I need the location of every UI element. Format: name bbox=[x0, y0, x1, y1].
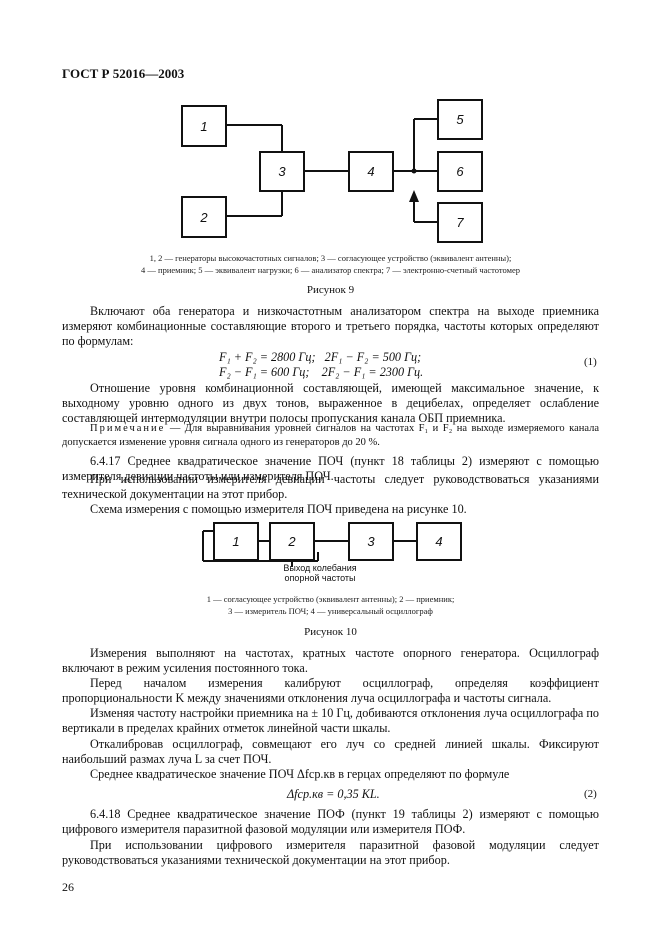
figure-9-title: Рисунок 9 bbox=[306, 284, 355, 296]
page-number: 26 bbox=[62, 880, 74, 894]
figure-9: 1 2 3 4 5 6 7 bbox=[0, 0, 661, 300]
figure-9-block-4: 4 bbox=[348, 151, 394, 192]
paragraph-6: Измерения выполняют на частотах, кратных… bbox=[62, 646, 599, 675]
figure-10-caption: 1 — согласующее устройство (эквивалент а… bbox=[62, 593, 599, 617]
figure-10-output-label-line-1: Выход колебания bbox=[283, 563, 357, 573]
formula-2-number: (2) bbox=[584, 788, 597, 800]
figure-10-block-2: 2 bbox=[269, 522, 315, 561]
figure-10-output-label-line-2: опорной частоты bbox=[284, 573, 356, 583]
paragraph-11: 6.4.18 Среднее квадратическое значение П… bbox=[62, 807, 599, 836]
formula-1-number: (1) bbox=[584, 356, 597, 368]
figure-9-block-7: 7 bbox=[437, 202, 483, 243]
figure-10-caption-line-2: 3 — измеритель ПОЧ; 4 — универсальный ос… bbox=[228, 606, 433, 616]
figure-9-caption: 1, 2 — генераторы высокочастотных сигнал… bbox=[62, 252, 599, 276]
formula-1-line-2: F₂ − F₁ = 600 Гц; 2F₂ − F₁ = 2300 Гц. bbox=[219, 365, 424, 379]
figure-10-caption-line-1: 1 — согласующее устройство (эквивалент а… bbox=[206, 594, 455, 604]
figure-10-output-label: Выход колебания опорной частоты bbox=[270, 563, 370, 583]
figure-9-block-6: 6 bbox=[437, 151, 483, 192]
figure-9-block-3: 3 bbox=[259, 151, 305, 192]
figure-10-title: Рисунок 10 bbox=[304, 626, 357, 638]
paragraph-2: Отношение уровня комбинационной составля… bbox=[62, 381, 599, 425]
figure-9-connections bbox=[226, 118, 438, 223]
paragraph-4: При использовании измерителя девиации ча… bbox=[62, 472, 599, 501]
paragraph-5: Схема измерения с помощью измерителя ПОЧ… bbox=[90, 502, 467, 516]
figure-10-block-1: 1 bbox=[213, 522, 259, 561]
note-label: Примечание bbox=[90, 423, 166, 434]
figure-9-block-5: 5 bbox=[437, 99, 483, 140]
paragraph-7: Перед началом измерения калибруют осцилл… bbox=[62, 676, 599, 705]
figure-9-caption-line-1: 1, 2 — генераторы высокочастотных сигнал… bbox=[149, 253, 512, 263]
figure-9-block-2: 2 bbox=[181, 196, 227, 238]
paragraph-3: 6.4.17 Среднее квадратическое значение П… bbox=[62, 454, 599, 483]
paragraph-9: Откалибровав осциллограф, совмещают его … bbox=[62, 737, 599, 766]
paragraph-1: Включают оба генератора и низкочастотным… bbox=[62, 304, 599, 348]
paragraph-12: При использовании цифрового измерителя п… bbox=[62, 838, 599, 867]
formula-2: Δfср.кв = 0,35 KL. bbox=[287, 787, 380, 801]
figure-9-caption-line-2: 4 — приемник; 5 — эквивалент нагрузки; 6… bbox=[141, 265, 520, 275]
figure-10-block-4: 4 bbox=[416, 522, 462, 561]
note: Примечание — Для выравнивания уровней си… bbox=[62, 422, 599, 450]
figure-10-block-3: 3 bbox=[348, 522, 394, 561]
paragraph-10: Среднее квадратическое значение ПОЧ Δfср… bbox=[90, 767, 510, 781]
figure-9-block-1: 1 bbox=[181, 105, 227, 147]
document-header: ГОСТ Р 52016—2003 bbox=[62, 66, 185, 81]
paragraph-8: Изменяя частоту настройки приемника на ±… bbox=[62, 706, 599, 735]
note-text: — Для выравнивания уровней сигналов на ч… bbox=[62, 423, 599, 448]
figure-10-connections bbox=[202, 530, 416, 567]
formula-1-line-1: F₁ + F₂ = 2800 Гц; 2F₁ − F₂ = 500 Гц; bbox=[219, 350, 422, 364]
figure-10: 1 2 3 4 Выход колебания опорной частоты bbox=[202, 522, 462, 583]
